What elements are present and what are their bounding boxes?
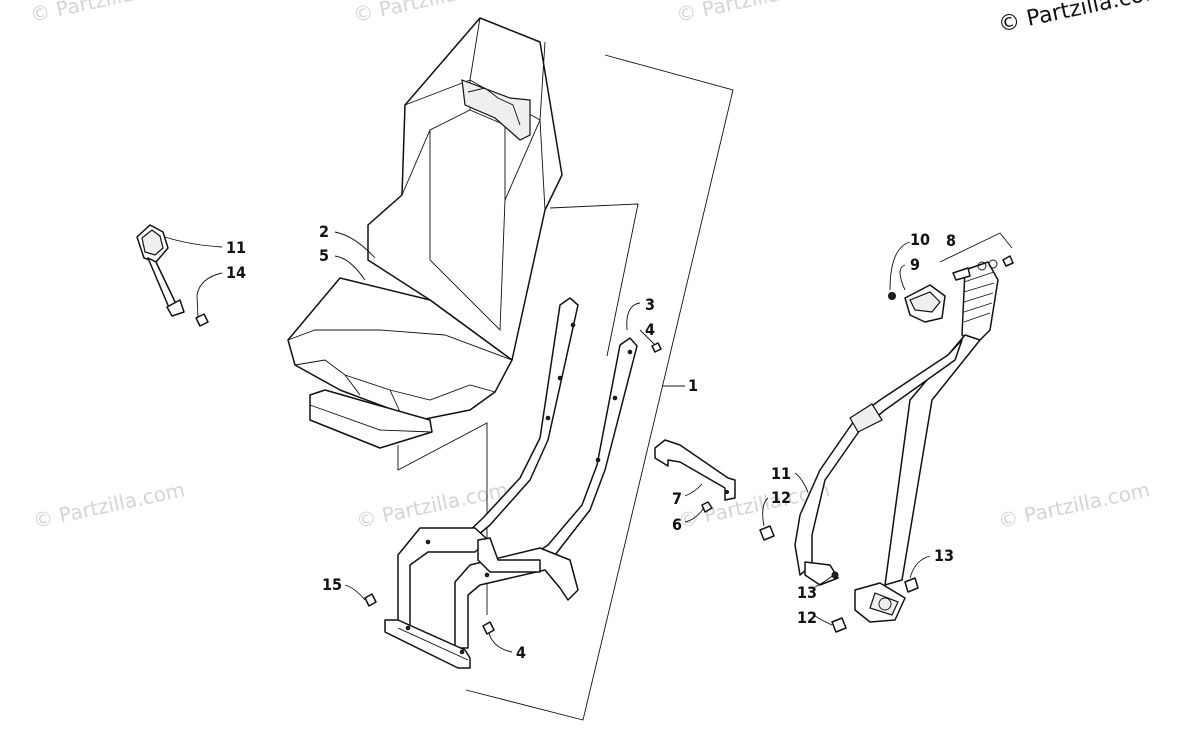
assembly-bracket-1 <box>465 54 734 721</box>
callout-3: 3 <box>645 295 655 314</box>
watermark: © Partzilla.com <box>31 477 187 533</box>
callout-4-lower: 4 <box>516 643 526 662</box>
callout-labels: 1 2 3 4 4 5 6 7 8 9 10 11 11 12 12 13 13… <box>226 222 956 662</box>
callout-14: 14 <box>226 263 246 282</box>
small-bolts <box>364 342 662 635</box>
callout-5: 5 <box>319 246 329 265</box>
watermark: © Partzilla.com <box>996 477 1152 533</box>
callout-11-left: 11 <box>226 238 246 257</box>
callout-12-upper: 12 <box>771 488 791 507</box>
shoulder-belt-assembly <box>759 232 1014 633</box>
callout-7: 7 <box>672 489 682 508</box>
seat-frame <box>384 297 638 669</box>
callout-1: 1 <box>688 376 698 395</box>
lap-belt-left <box>136 224 209 327</box>
callout-13-left: 13 <box>797 583 817 602</box>
callout-4-upper: 4 <box>645 320 655 339</box>
watermark: © Partzilla.com <box>674 0 830 27</box>
callout-12-lower: 12 <box>797 608 817 627</box>
watermark: © Partzilla.com <box>28 0 184 27</box>
callout-9: 9 <box>910 255 920 274</box>
seat-assembly <box>287 17 563 449</box>
screw-6 <box>701 501 713 513</box>
callout-8: 8 <box>946 231 956 250</box>
mounting-bracket <box>654 439 736 501</box>
leader-lines <box>164 231 931 653</box>
callout-15: 15 <box>322 575 342 594</box>
callout-2: 2 <box>319 222 329 241</box>
callout-6: 6 <box>672 515 682 534</box>
callout-13-right: 13 <box>934 546 954 565</box>
callout-11-right: 11 <box>771 464 791 483</box>
callout-10: 10 <box>910 230 930 249</box>
copyright-notice: © Partzilla.com <box>996 0 1167 38</box>
